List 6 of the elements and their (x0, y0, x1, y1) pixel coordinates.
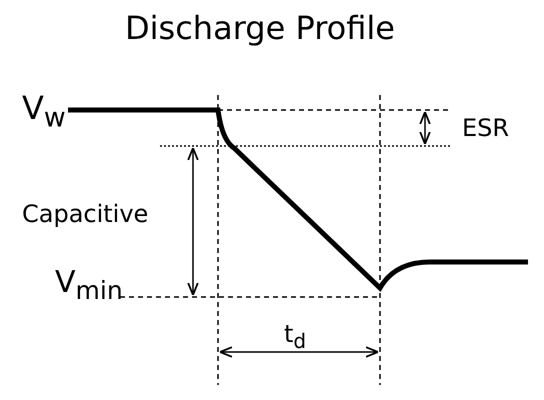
diagram-title: Discharge Profile (125, 12, 395, 44)
region-label: ESR (462, 116, 510, 140)
region-label: Capacitive (22, 202, 148, 226)
voltage-label: V$_{min}$ (55, 268, 123, 303)
voltage-label: V$_{w}$ (22, 92, 66, 132)
time-label: t$_{d}$ (284, 322, 306, 351)
